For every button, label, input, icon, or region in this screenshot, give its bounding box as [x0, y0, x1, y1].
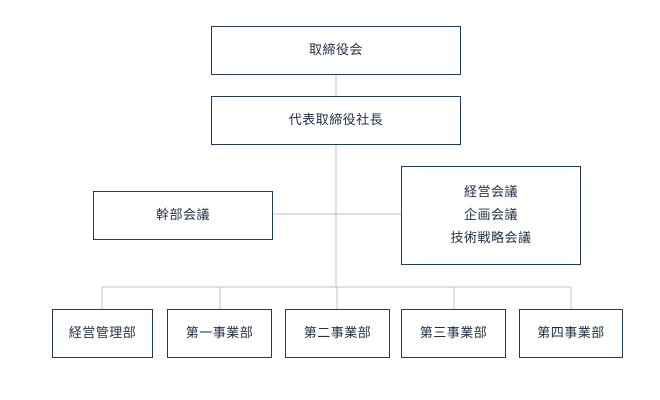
executive-meeting-label: 幹部会議 — [155, 208, 210, 223]
committee-planning-label: 企画会議 — [463, 208, 518, 223]
department-box-third: 第三事業部 — [401, 309, 506, 358]
department-label-third: 第三事業部 — [419, 326, 488, 341]
department-box-fourth: 第四事業部 — [519, 309, 623, 358]
department-box-second: 第二事業部 — [285, 309, 390, 358]
department-box-management: 経営管理部 — [52, 309, 153, 358]
executive-meeting-box: 幹部会議 — [93, 191, 273, 240]
board-label: 取締役会 — [308, 43, 363, 58]
department-label-fourth: 第四事業部 — [537, 326, 605, 341]
department-label-management: 経営管理部 — [68, 326, 137, 341]
board-box: 取締役会 — [211, 26, 461, 75]
committee-management-label: 経営会議 — [463, 185, 518, 200]
department-label-first: 第一事業部 — [185, 326, 254, 341]
committee-tech-strategy-label: 技術戦略会議 — [450, 231, 532, 246]
committees-list: 経営会議 企画会議 技術戦略会議 — [450, 186, 531, 245]
department-label-second: 第二事業部 — [303, 326, 372, 341]
department-box-first: 第一事業部 — [167, 309, 272, 358]
president-box: 代表取締役社長 — [211, 96, 461, 145]
committees-box: 経営会議 企画会議 技術戦略会議 — [401, 166, 581, 265]
president-label: 代表取締役社長 — [288, 113, 384, 128]
